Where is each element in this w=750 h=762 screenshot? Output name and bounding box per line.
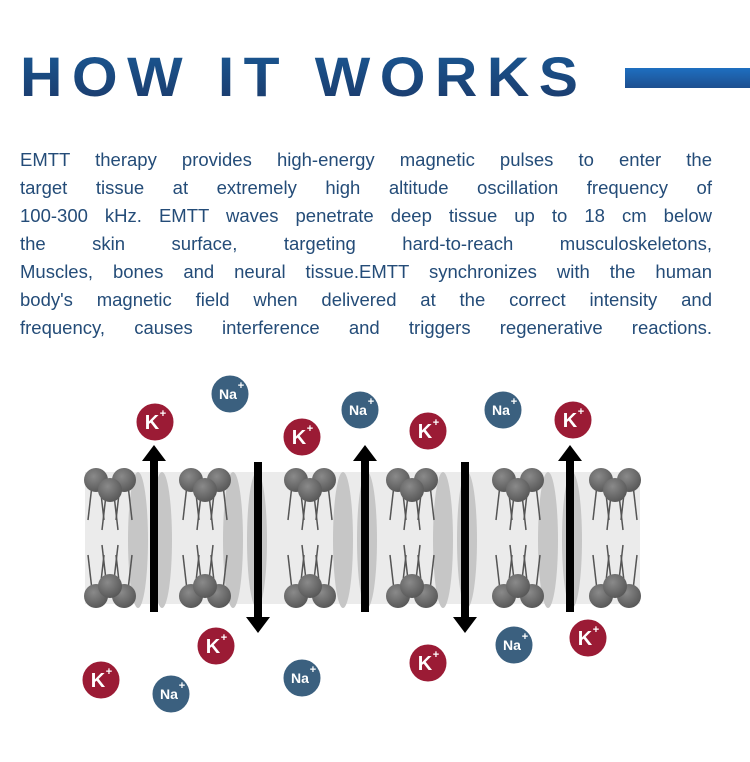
membrane-protein <box>433 472 453 608</box>
potassium-symbol: K <box>418 653 433 675</box>
arrow-down-icon <box>453 462 477 633</box>
potassium-ion: K+ <box>568 618 608 658</box>
description: EMTT therapy provides high-energy magnet… <box>20 146 712 342</box>
decorative-bar <box>625 68 750 88</box>
potassium-symbol: K <box>145 412 160 434</box>
sodium-ion: Na+ <box>483 390 523 430</box>
potassium-symbol: K <box>206 636 221 658</box>
phospholipid-cluster <box>589 468 641 608</box>
cell-membrane-diagram: K+Na+K+Na+K+Na+K+K+K+Na+Na+K+Na+K+ <box>81 374 641 714</box>
potassium-ion: K+ <box>135 402 175 442</box>
membrane-protein <box>538 472 558 608</box>
potassium-symbol: K <box>563 410 578 432</box>
description-line: target tissue at extremely high altitude… <box>20 177 712 198</box>
potassium-ion: K+ <box>196 626 236 666</box>
charge-sign: + <box>307 423 313 435</box>
charge-sign: + <box>368 396 374 408</box>
charge-sign: + <box>593 624 599 636</box>
sodium-symbol: Na <box>219 386 237 402</box>
potassium-symbol: K <box>578 628 593 650</box>
membrane-protein <box>223 472 243 608</box>
sodium-symbol: Na <box>503 637 521 653</box>
potassium-symbol: K <box>292 427 307 449</box>
potassium-ion: K+ <box>408 411 448 451</box>
charge-sign: + <box>310 664 316 676</box>
sodium-ion: Na+ <box>282 658 322 698</box>
charge-sign: + <box>522 631 528 643</box>
potassium-ion: K+ <box>282 417 322 457</box>
description-line: 100-300 kHz. EMTT waves penetrate deep t… <box>20 205 712 226</box>
arrow-down-icon <box>246 462 270 633</box>
description-line: body's magnetic field when delivered at … <box>20 289 712 310</box>
description-line: EMTT therapy provides high-energy magnet… <box>20 149 712 170</box>
membrane-protein <box>128 472 148 608</box>
charge-sign: + <box>433 649 439 661</box>
description-line: frequency, causes interference and trigg… <box>20 317 712 338</box>
sodium-ion: Na+ <box>151 674 191 714</box>
page-title: HOW IT WORKS <box>20 45 588 108</box>
sodium-ion: Na+ <box>340 390 380 430</box>
sodium-ion: Na+ <box>494 625 534 665</box>
membrane-protein <box>333 472 353 608</box>
charge-sign: + <box>511 396 517 408</box>
phospholipid-cluster <box>386 468 438 608</box>
charge-sign: + <box>179 680 185 692</box>
description-line: Muscles, bones and neural tissue.EMTT sy… <box>20 261 712 282</box>
sodium-ion: Na+ <box>210 374 250 414</box>
potassium-ion: K+ <box>553 400 593 440</box>
phospholipid-cluster <box>284 468 336 608</box>
potassium-ion: K+ <box>81 660 121 700</box>
arrow-up-icon <box>353 445 377 612</box>
potassium-ion: K+ <box>408 643 448 683</box>
potassium-symbol: K <box>91 670 106 692</box>
potassium-symbol: K <box>418 421 433 443</box>
description-line: the skin surface, targeting hard-to-reac… <box>20 233 712 254</box>
sodium-symbol: Na <box>291 670 309 686</box>
sodium-symbol: Na <box>349 402 367 418</box>
sodium-symbol: Na <box>492 402 510 418</box>
charge-sign: + <box>221 632 227 644</box>
charge-sign: + <box>578 406 584 418</box>
sodium-symbol: Na <box>160 686 178 702</box>
arrow-up-icon <box>142 445 166 612</box>
charge-sign: + <box>238 380 244 392</box>
phospholipid-cluster <box>492 468 544 608</box>
arrow-up-icon <box>558 445 582 612</box>
charge-sign: + <box>433 417 439 429</box>
charge-sign: + <box>106 666 112 678</box>
phospholipid-cluster <box>179 468 231 608</box>
charge-sign: + <box>160 408 166 420</box>
phospholipid-cluster <box>84 468 136 608</box>
